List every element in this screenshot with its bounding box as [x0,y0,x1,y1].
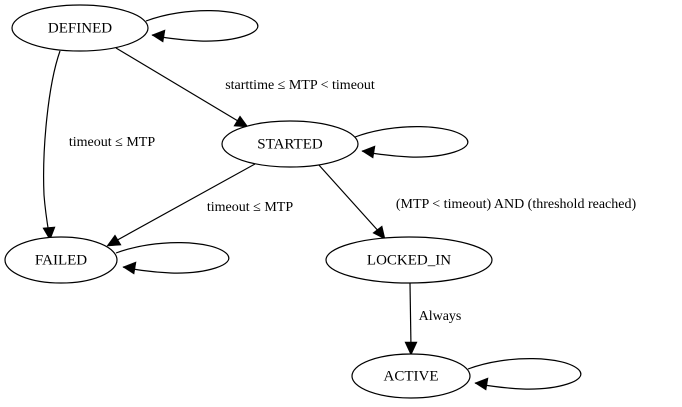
arrowhead-defined-started [233,115,249,128]
edge-defined-failed: timeout ≤ MTP [42,50,155,241]
edge-label-started-failed: timeout ≤ MTP [207,200,293,215]
edge-label-defined-failed: timeout ≤ MTP [69,135,155,150]
state-node-locked-in-label: LOCKED_IN [367,252,451,268]
edge-lockedin-active: Always [404,282,462,356]
edge-started-failed-path [111,163,256,244]
edge-defined-started: starttime ≤ MTP < timeout [115,47,375,128]
edge-started-lockedin: (MTP < timeout) AND (threshold reached) [317,163,637,240]
state-node-failed-label: FAILED [35,252,87,268]
state-node-failed-shape[interactable] [4,236,118,284]
edge-defined-self [145,10,259,43]
edge-started-failed: timeout ≤ MTP [106,163,293,247]
edge-label-defined-started: starttime ≤ MTP < timeout [225,78,375,93]
state-node-started[interactable]: STARTED [221,120,359,168]
state-node-active-shape[interactable] [351,353,471,399]
state-node-started-label: STARTED [257,136,323,152]
edge-failed-self [115,242,230,275]
edge-failed-self-path [115,242,230,274]
edge-defined-failed-path [43,50,61,235]
edge-started-self [354,126,469,159]
state-node-defined-label: DEFINED [48,20,112,36]
edge-label-started-lockedin: (MTP < timeout) AND (threshold reached) [396,197,637,212]
arrowhead-lockedin-active [404,341,418,356]
state-node-locked-in-shape[interactable] [325,236,493,284]
arrowhead-started-failed [106,234,122,247]
arrowhead-started-lockedin [372,225,386,240]
edge-lockedin-active-path [409,282,412,349]
state-node-failed[interactable]: FAILED [4,236,118,284]
edge-started-self-path [354,126,469,158]
arrowhead-started-self [361,145,376,159]
edge-defined-started-path [115,47,244,125]
arrowhead-defined-failed [42,226,56,241]
edge-started-lockedin-path [317,163,382,235]
arrowhead-failed-self [122,261,137,275]
edge-active-self-path [467,358,582,390]
edge-defined-self-path [145,10,259,42]
state-node-locked-in[interactable]: LOCKED_IN [325,236,493,284]
arrowhead-active-self [474,377,489,391]
state-node-defined-shape[interactable] [11,4,149,52]
edge-label-lockedin-active: Always [419,309,462,324]
edge-active-self [467,358,582,391]
state-node-defined[interactable]: DEFINED [11,4,149,52]
state-node-active[interactable]: ACTIVE [351,353,471,399]
arrowhead-defined-self [151,29,166,43]
state-node-started-shape[interactable] [221,120,359,168]
state-node-active-label: ACTIVE [384,368,439,384]
